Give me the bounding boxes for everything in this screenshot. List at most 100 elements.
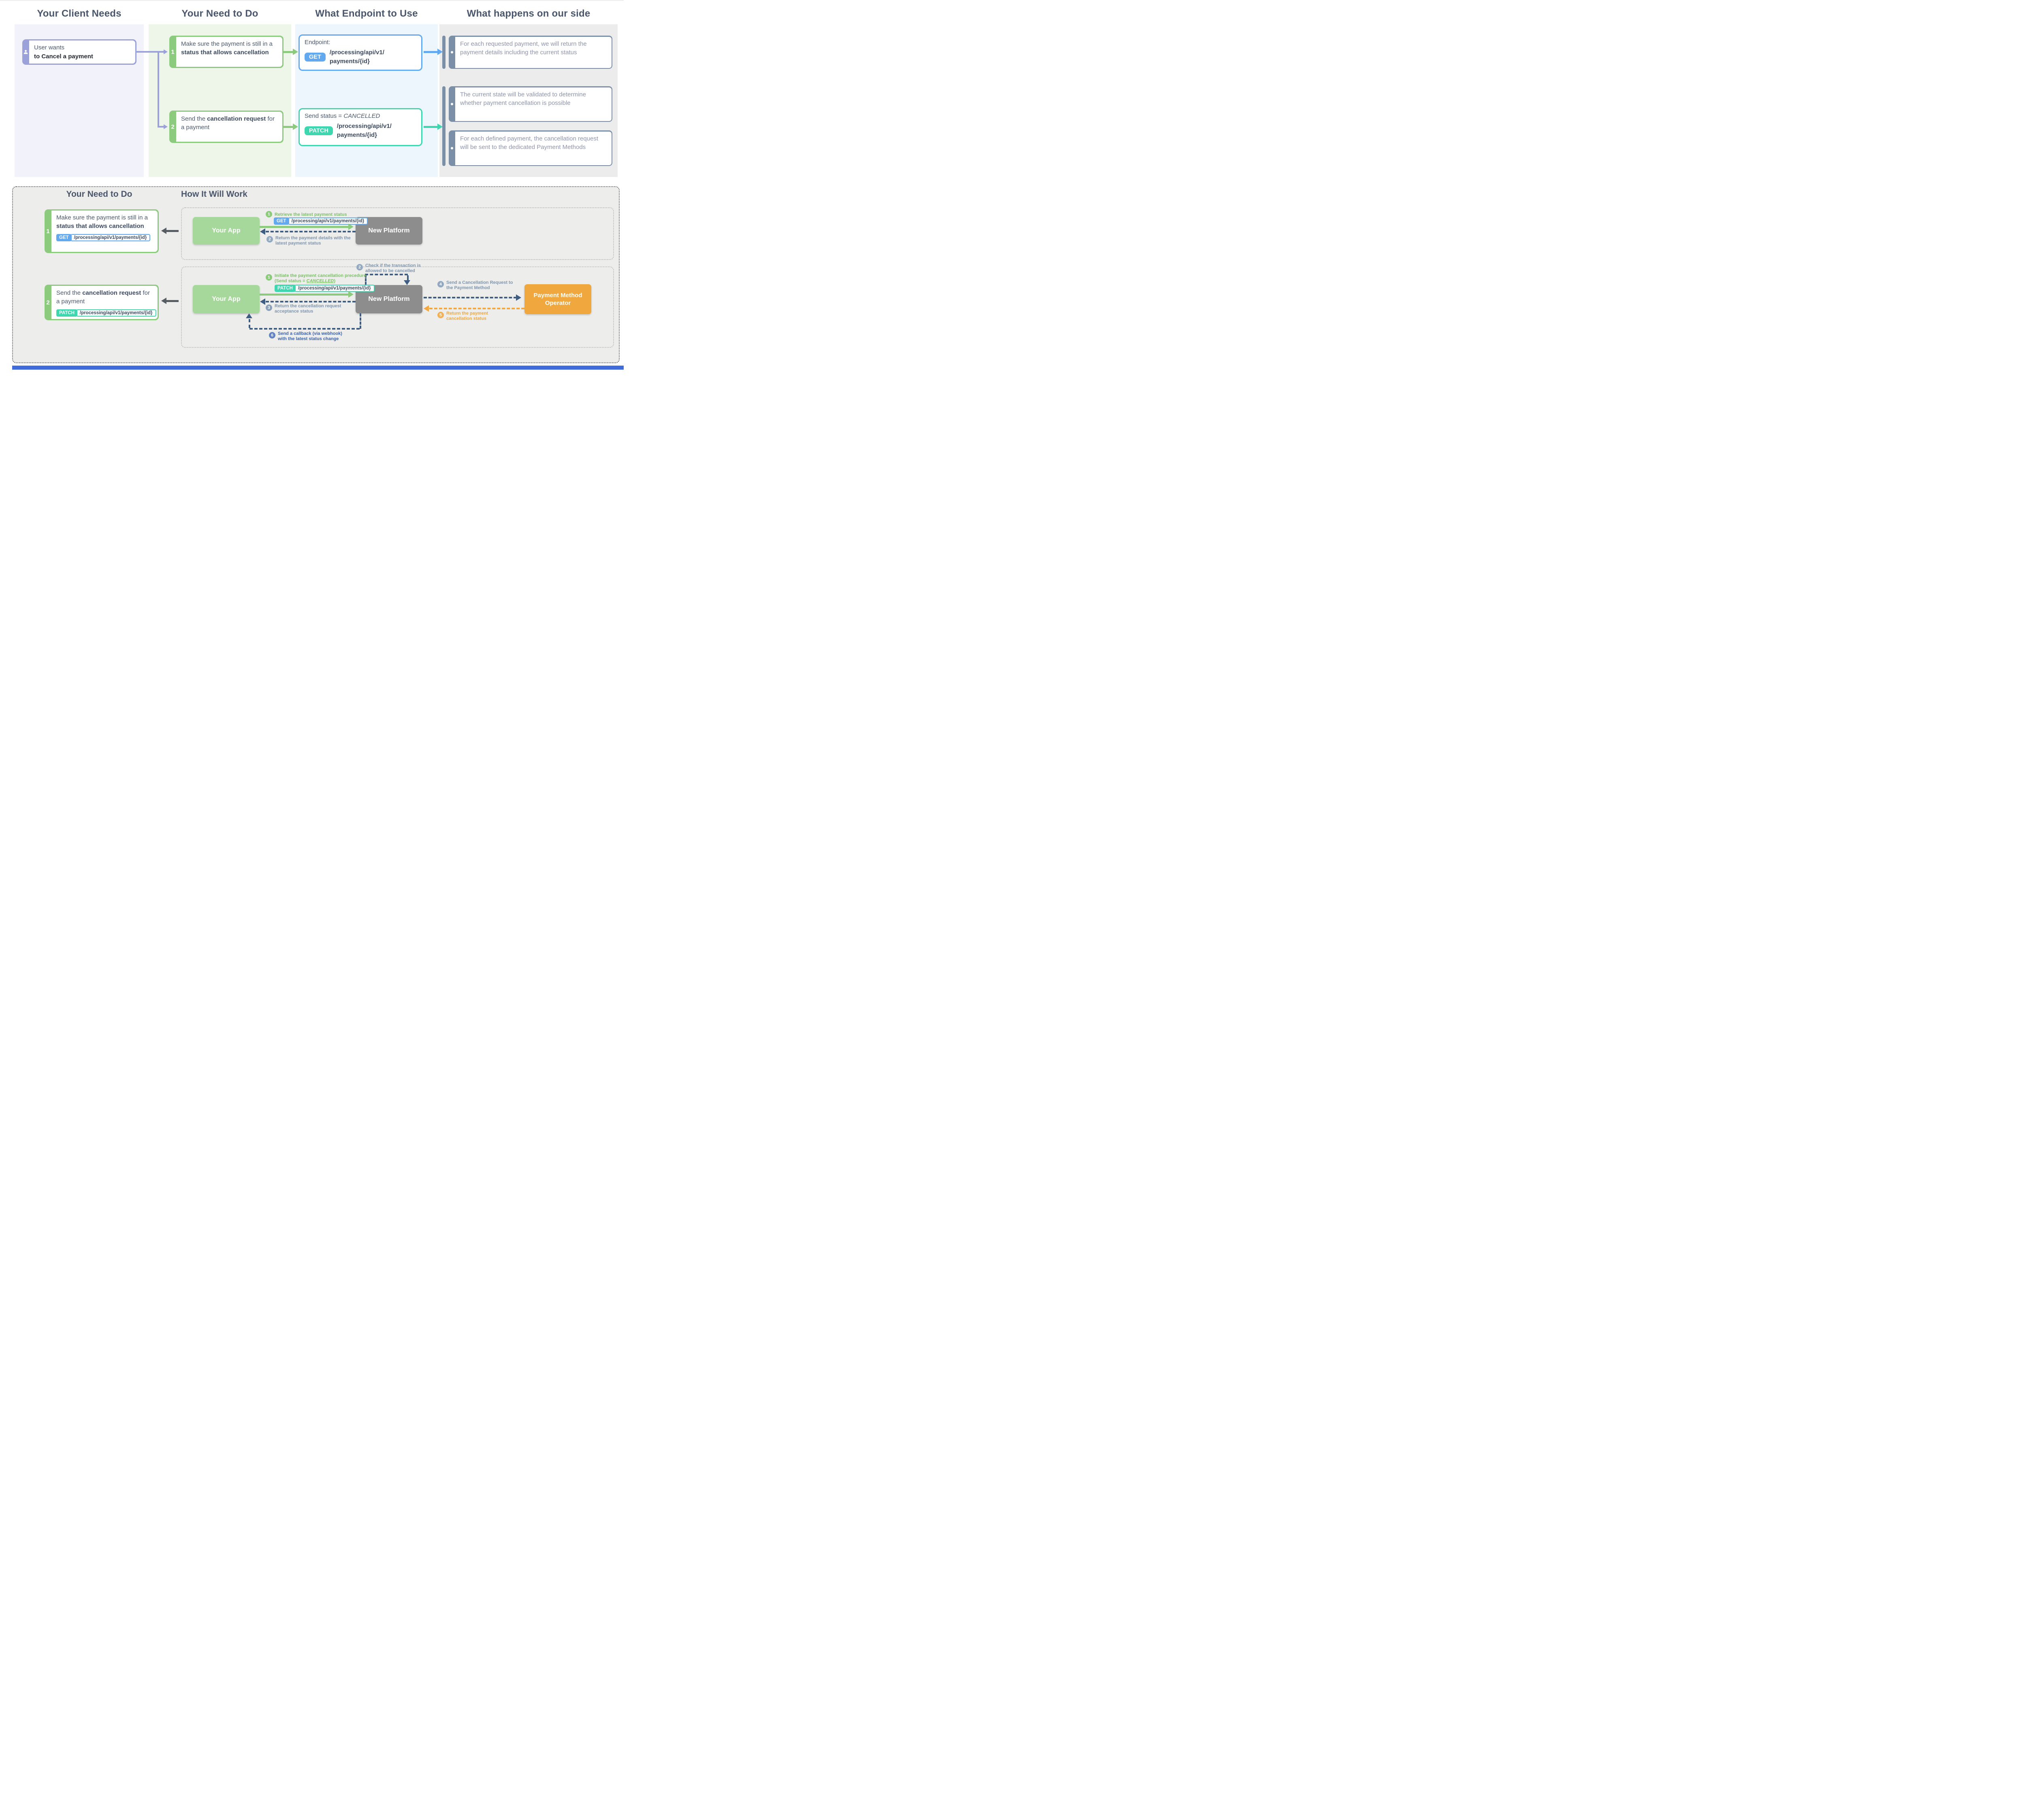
arrowhead-card2-link <box>161 298 166 304</box>
flow1-step2-line1: Return the payment details with the <box>275 236 351 241</box>
flow2-step4-circle: 4 <box>437 281 444 287</box>
bullet-icon <box>449 130 455 166</box>
outcome-card-2: The current state will be validated to d… <box>449 86 612 122</box>
flow2-step4-label: Send a Cancellation Request to the Payme… <box>446 280 513 291</box>
flow2-step3-line2: acceptance status <box>275 309 313 314</box>
arrow-step2-endpoint <box>284 126 293 128</box>
flow2-step2-label: Check if the transaction is allowed to b… <box>365 263 421 274</box>
flow2-step1-line2: (Send status = CANCELLED) <box>275 279 336 284</box>
step1-text-bold: status that allows cancellation <box>181 49 269 56</box>
flow1-panel <box>181 207 614 260</box>
bottom-step1-text: Make sure the payment is still in a <box>56 214 148 221</box>
bottom-step2-text: Send the <box>56 289 83 296</box>
step1-number: 1 <box>171 48 175 55</box>
flow2-callback-up <box>249 319 250 328</box>
flow2-step5-label: Return the payment cancellation status <box>446 311 488 322</box>
arrowhead-card1-link <box>161 228 166 234</box>
flow2-pm-response-arrow <box>429 308 524 309</box>
arrowhead-patch-outcome <box>437 123 443 130</box>
flow2-step5-line2: cancellation status <box>446 316 487 321</box>
patch-endpoint-path: /processing/api/v1/payments/{id} <box>294 285 375 292</box>
flow2-step3-label: Return the cancellation request acceptan… <box>275 304 341 315</box>
arrowhead-purple-step2 <box>164 124 168 129</box>
bottom-step1-number: 1 <box>46 228 50 235</box>
patch-path-line1: /processing/api/v1/ <box>337 123 392 130</box>
flow2-request-arrow <box>260 294 349 296</box>
bottom-step1-card: 1 Make sure the payment is still in a st… <box>45 209 159 253</box>
user-icon <box>22 39 29 65</box>
outcome-bar-2 <box>442 86 446 166</box>
arrow-patch-outcome <box>424 126 438 128</box>
endpoint-label: Endpoint: <box>305 39 330 46</box>
bottom-step2-number: 2 <box>46 299 50 306</box>
flow2-step5-line1: Return the payment <box>446 311 488 316</box>
flow2-your-app-box: Your App <box>193 285 260 313</box>
arrowhead-step2-endpoint <box>293 123 298 130</box>
get-method-badge: GET <box>274 217 289 225</box>
step2-text: Send the <box>181 115 207 122</box>
patch-endpoint-path: /processing/api/v1/payments/{id} <box>76 309 156 317</box>
outcome-card-1: For each requested payment, we will retu… <box>449 36 612 69</box>
outcome-text-1: For each requested payment, we will retu… <box>455 36 612 68</box>
bottom-step1-get-pill: GET /processing/api/v1/payments/{id} <box>56 234 151 241</box>
patch-method-badge: PATCH <box>275 285 296 292</box>
get-endpoint-path: /processing/api/v1/payments/{id} <box>70 234 151 241</box>
bottom-title-how-it-works: How It Will Work <box>181 189 247 199</box>
column-title-our-side: What happens on our side <box>467 8 590 19</box>
flow2-step2-circle: 2 <box>356 264 363 270</box>
top-divider <box>0 0 624 1</box>
client-need-line1: User wants <box>34 44 65 51</box>
flow1-new-platform-box: New Platform <box>356 217 422 245</box>
get-path-line2: payments/{id} <box>329 57 370 65</box>
get-method-badge: GET <box>56 234 72 241</box>
outcome-bar-1 <box>442 36 446 69</box>
arrow-step1-endpoint <box>284 51 293 53</box>
patch-path-line2: payments/{id} <box>337 131 377 138</box>
patch-method-badge: PATCH <box>56 309 77 317</box>
flow2-callback-arrowhead <box>246 313 252 318</box>
flow2-callback-horizontal <box>249 328 360 330</box>
step2-text-post: for a payment <box>181 115 275 131</box>
flow2-pm-request-arrowhead <box>516 294 521 301</box>
step1-text: Make sure the payment is still in a <box>181 40 273 47</box>
client-need-card: User wants to Cancel a payment <box>22 39 136 65</box>
flow1-request-arrowhead <box>348 224 354 230</box>
flow2-loop-top <box>365 274 408 275</box>
flow2-response-arrow <box>266 301 356 302</box>
flow2-step1-circle: 1 <box>266 274 272 281</box>
flow2-loop-arrowhead <box>404 280 410 285</box>
flow1-step2-circle: 2 <box>266 236 273 243</box>
flow2-loop-right <box>407 275 409 281</box>
cancelled-value: CANCELLED <box>343 113 380 119</box>
flow1-response-arrow <box>266 231 356 232</box>
payment-cancellation-infographic: Your Client Needs Your Need to Do What E… <box>0 0 624 370</box>
patch-badge: PATCH <box>305 126 333 135</box>
flow2-step4-line1: Send a Cancellation Request to <box>446 280 513 285</box>
bottom-step2-patch-pill: PATCH /processing/api/v1/payments/{id} <box>56 309 156 317</box>
footer-accent-bar <box>12 366 624 370</box>
bottom-step1-text-bold: status that allows cancellation <box>56 223 144 230</box>
flow2-step4-line2: the Payment Method <box>446 285 490 291</box>
get-endpoint-path: /processing/api/v1/payments/{id} <box>288 217 368 225</box>
column-title-endpoint: What Endpoint to Use <box>315 8 418 19</box>
flow2-step6-circle: 6 <box>269 332 275 338</box>
get-badge: GET <box>305 52 326 62</box>
bottom-step2-text-bold: cancellation request <box>82 289 141 296</box>
flow1-step1-label: Retrieve the latest payment status <box>275 212 347 217</box>
outcome-text-3: For each defined payment, the cancellati… <box>455 131 612 165</box>
step2-number: 2 <box>171 123 175 130</box>
connector-purple-stub <box>136 51 164 53</box>
flow2-pm-response-arrowhead <box>424 305 429 312</box>
flow1-get-pill: GET /processing/api/v1/payments/{id} <box>274 217 368 225</box>
arrow-card1-link <box>166 230 179 232</box>
pmo-line2: Operator <box>545 300 571 307</box>
connector-purple-branch <box>158 126 164 128</box>
pmo-line1: Payment Method <box>533 292 582 299</box>
flow2-loop-left <box>365 275 367 285</box>
column-title-need-to-do: Your Need to Do <box>181 8 258 19</box>
bullet-icon <box>449 86 455 122</box>
arrowhead-get-outcome <box>437 49 443 55</box>
outcome-text-2: The current state will be validated to d… <box>455 87 612 121</box>
flow2-pm-request-arrow <box>424 297 517 298</box>
arrowhead-step1-endpoint <box>293 49 298 55</box>
